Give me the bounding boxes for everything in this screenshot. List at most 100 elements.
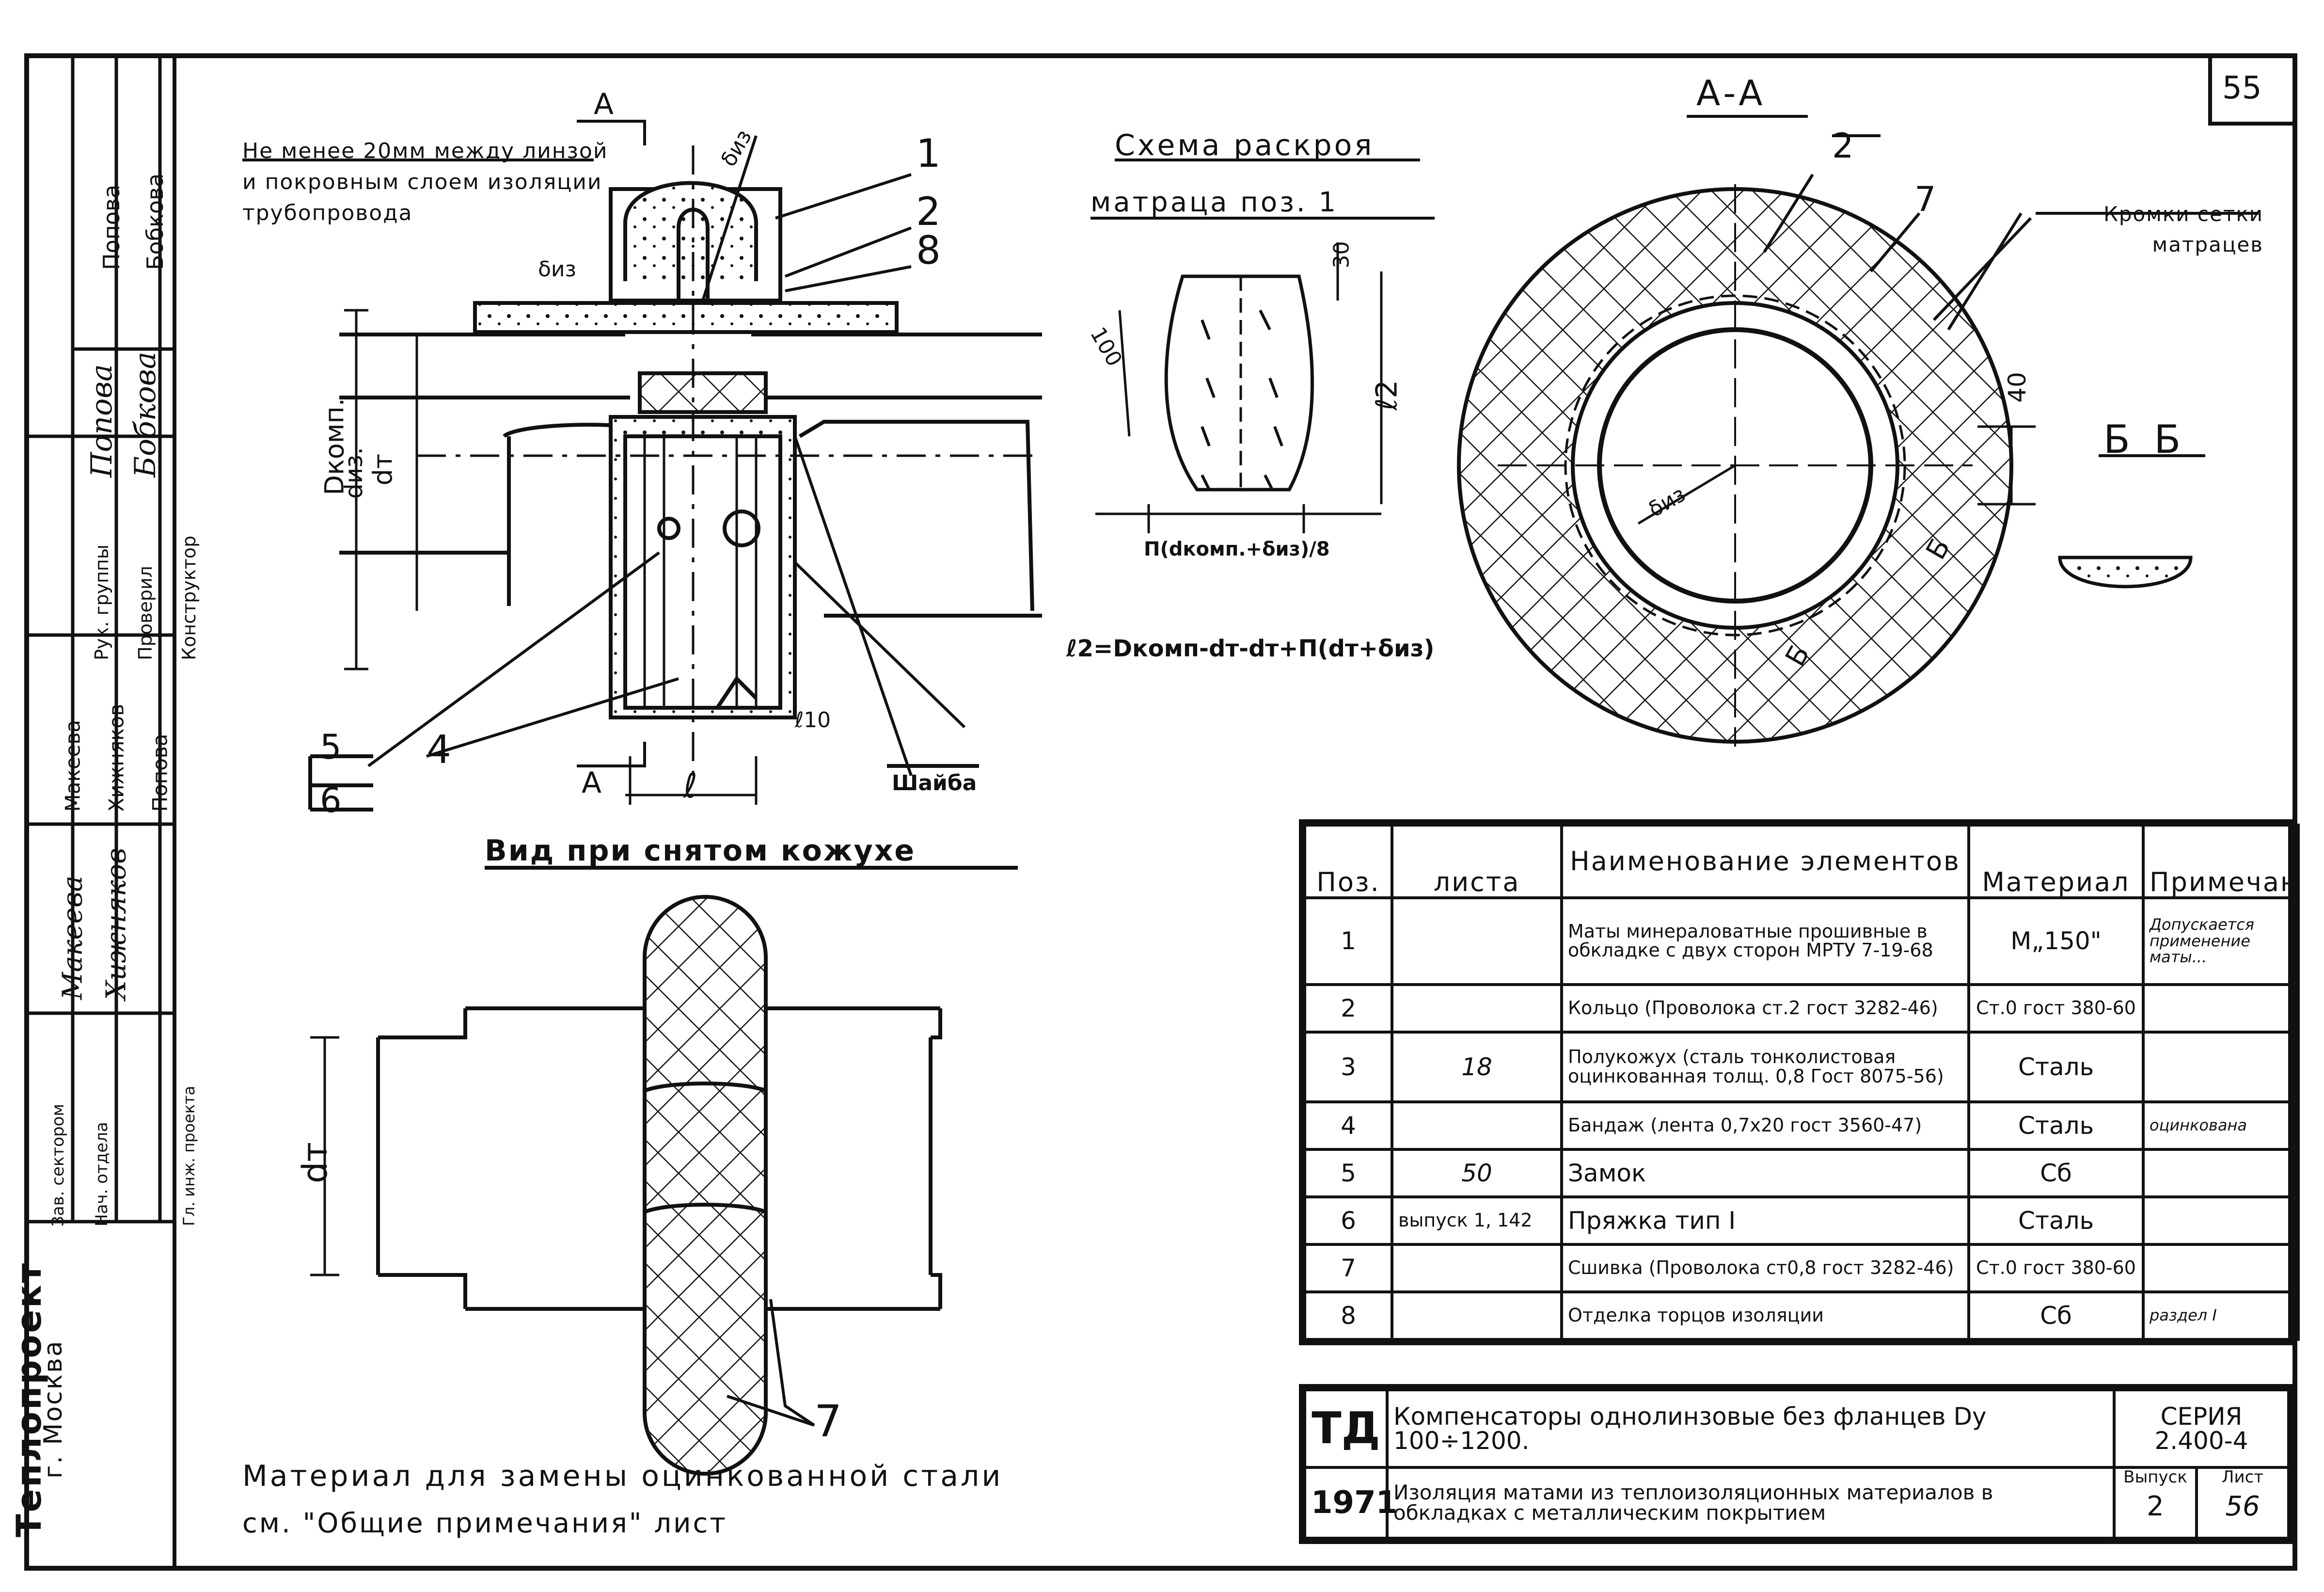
- table-row: 2 Кольцо (Проволока ст.2 гост 3282-46) С…: [1303, 983, 2300, 1034]
- cell-pos: 2: [1303, 983, 1393, 1034]
- name-label: Попова: [98, 184, 125, 270]
- section-bb-drawing: [2058, 454, 2205, 589]
- main-note: Не менее 20мм между линзой и покровным с…: [242, 139, 608, 225]
- section-aa-drawing: [1457, 115, 2259, 747]
- name-label: Попова: [148, 733, 172, 812]
- view-drawing: [310, 895, 942, 1476]
- dim-label: ℓ: [683, 766, 697, 806]
- cell-pos: 1: [1303, 896, 1393, 986]
- title-stamp: ТД Компенсаторы однолинзовые без фланцев…: [1299, 1384, 2292, 1544]
- table-row: 1 Маты минераловатные прошивные в обклад…: [1303, 896, 2300, 986]
- dim-label: dт: [367, 453, 398, 486]
- header-note: Примечан.: [2142, 824, 2300, 899]
- callout-label: 8: [916, 228, 941, 273]
- cell-note: [2142, 1242, 2300, 1293]
- header-name: Наименование элементов: [1560, 824, 1970, 899]
- name-label: Макеева: [61, 719, 85, 812]
- cell-sheet: выпуск 1, 142: [1391, 1195, 1563, 1246]
- spec-table: Поз. листа Наименование элементов Матери…: [1299, 819, 2300, 1345]
- cell-sheet: [1391, 896, 1563, 986]
- cell-note: [2142, 983, 2300, 1034]
- stamp-issue-label: Выпуск: [2123, 1467, 2187, 1487]
- cut-scheme-subtitle: матраца поз. 1: [1091, 187, 1339, 218]
- cell-note: [2142, 1030, 2300, 1103]
- section-aa-note: Кромки сетки матрацев: [2103, 202, 2263, 256]
- cell-sheet: 50: [1391, 1147, 1563, 1198]
- table-row: 3 18 Полукожух (сталь тонколистовая оцин…: [1303, 1030, 2300, 1103]
- cell-sheet: [1391, 1290, 1563, 1341]
- callout-label: 4: [427, 727, 451, 772]
- cell-pos: 3: [1303, 1030, 1393, 1103]
- left-strip-grid: [27, 56, 174, 1224]
- dim-label: dиз.: [340, 447, 368, 499]
- cell-pos: 5: [1303, 1147, 1393, 1198]
- org-city: г. Москва: [39, 1339, 68, 1479]
- cell-note: раздел I: [2142, 1290, 2300, 1341]
- page-number-box: [2208, 54, 2297, 126]
- cell-pos: 7: [1303, 1242, 1393, 1293]
- dim-label: П(dкомп.+δиз)/8: [1144, 538, 1330, 560]
- role-label: Конструктор: [178, 535, 200, 660]
- stamp-title-2: Изоляция матами из теплоизоляционных мат…: [1386, 1466, 2116, 1540]
- cell-pos: 8: [1303, 1290, 1393, 1341]
- cell-material: Сб: [1967, 1147, 2145, 1198]
- stamp-sheet: 56: [2225, 1491, 2260, 1522]
- signature: Хижняков: [100, 848, 132, 1000]
- callout-label: 5: [320, 727, 342, 767]
- footer-note-2: см. "Общие примечания" лист: [242, 1508, 727, 1539]
- marker-label: Шайба: [892, 771, 977, 796]
- cell-material: Ст.0 гост 380-60: [1967, 983, 2145, 1034]
- dim-label: dт: [295, 1142, 335, 1183]
- dim-label: 40: [2003, 372, 2031, 403]
- callout-label: 1: [916, 131, 941, 176]
- cell-sheet: [1391, 1100, 1563, 1151]
- cell-sheet: [1391, 1242, 1563, 1293]
- cell-name: Сшивка (Проволока ст0,8 гост 3282-46): [1560, 1242, 1970, 1293]
- dim-label: ℓ2: [1370, 380, 1404, 411]
- stamp-series: 2.400-4: [2154, 1427, 2248, 1455]
- cell-material: Ст.0 гост 380-60: [1967, 1242, 2145, 1293]
- callout-label: 6: [320, 780, 342, 820]
- signature: Бобкова: [128, 351, 162, 478]
- view-title: Вид при снятом кожухе: [485, 834, 916, 868]
- header-material: Материал: [1967, 824, 2145, 899]
- dim-label: δиз: [538, 257, 576, 282]
- name-label: Бобкова: [142, 173, 168, 270]
- footer-note-1: Материал для замены оцинкованной стали: [242, 1459, 1003, 1493]
- cell-pos: 4: [1303, 1100, 1393, 1151]
- cell-name: Замок: [1560, 1147, 1970, 1198]
- table-row: 8 Отделка торцов изоляции Сб раздел I: [1303, 1290, 2300, 1341]
- page-number: 55: [2222, 70, 2262, 106]
- cell-name: Маты минераловатные прошивные в обкладке…: [1560, 896, 1970, 986]
- cell-material: Сталь: [1967, 1100, 2145, 1151]
- cell-name: Полукожух (сталь тонколистовая оцинкован…: [1560, 1030, 1970, 1103]
- stamp-title-1: Компенсаторы однолинзовые без фланцев Dу…: [1386, 1388, 2116, 1469]
- sheet-frame: [24, 53, 2297, 1571]
- section-mark: А: [582, 766, 602, 800]
- cell-pos: 6: [1303, 1195, 1393, 1246]
- cell-material: Сб: [1967, 1290, 2145, 1341]
- cut-formula: ℓ2=Dкомп-dт-dт+П(dт+δиз): [1066, 635, 1435, 662]
- role-label: Проверил: [135, 566, 156, 660]
- cell-name: Отделка торцов изоляции: [1560, 1290, 1970, 1341]
- role-label: Нач. отдела: [92, 1122, 111, 1226]
- main-section-drawing: [308, 120, 1042, 812]
- signature: Попова: [85, 364, 119, 478]
- cell-note: [2142, 1147, 2300, 1198]
- role-label: Гл. инж. проекта: [180, 1085, 198, 1226]
- section-bb-title: Б Б: [2103, 417, 2187, 462]
- cell-note: [2142, 1195, 2300, 1246]
- stamp-td: ТД: [1303, 1388, 1389, 1469]
- dim-label: ℓ10: [795, 708, 831, 732]
- role-label: Зав. сектором: [48, 1103, 68, 1226]
- cell-material: М„150": [1967, 896, 2145, 986]
- cell-name: Пряжка тип I: [1560, 1195, 1970, 1246]
- header-pos: Поз.: [1303, 824, 1393, 899]
- dim-label: 30: [1329, 241, 1354, 269]
- cut-scheme-drawing: [1095, 242, 1383, 533]
- table-row: 5 50 Замок Сб: [1303, 1147, 2300, 1198]
- cell-note: оцинкована: [2142, 1100, 2300, 1151]
- signature: Макеева: [57, 876, 89, 1000]
- cell-name: Кольцо (Проволока ст.2 гост 3282-46): [1560, 983, 1970, 1034]
